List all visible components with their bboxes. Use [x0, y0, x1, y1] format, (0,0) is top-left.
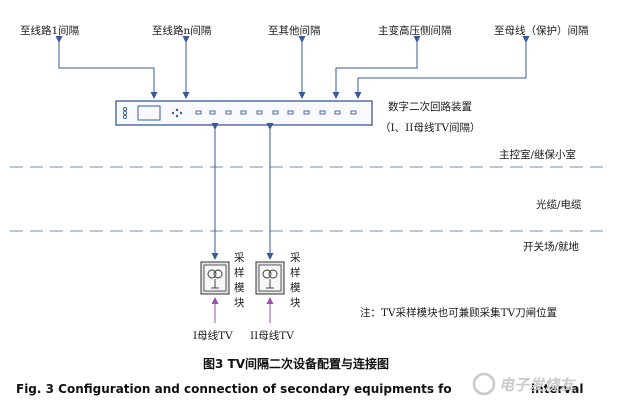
label-bus-protection: 至母线（保护）间隔	[494, 24, 589, 37]
label-other: 至其他间隔	[268, 24, 321, 37]
caption-en: Fig. 3 Configuration and connection of s…	[16, 382, 452, 396]
connector-bus-protection	[354, 36, 530, 99]
svg-text:模: 模	[290, 282, 301, 294]
device-indicator-icon	[122, 106, 128, 120]
connectors-top	[55, 36, 530, 99]
watermark: 电子发烧友	[472, 372, 576, 396]
label-linen: 至线路n间隔	[152, 24, 211, 37]
transformer-icon	[207, 269, 223, 289]
device-keypad-icon	[171, 108, 183, 118]
caption-en-tail: interval	[531, 382, 583, 396]
zone-separators	[10, 166, 608, 232]
sampling-module-2	[255, 261, 285, 295]
bus1-label: I母线TV	[193, 329, 233, 342]
device-subname: （I、II母线TV间隔）	[380, 121, 481, 134]
svg-text:样: 样	[290, 266, 301, 279]
sampling-module-1	[200, 261, 230, 295]
svg-text:模: 模	[234, 282, 245, 294]
bus-inputs	[211, 297, 274, 323]
svg-text:电子发烧友: 电子发烧友	[499, 376, 576, 394]
svg-text:样: 样	[234, 266, 245, 279]
svg-text:采: 采	[290, 252, 301, 264]
module-1-label: 采 样 模 块	[234, 252, 245, 309]
device-name: 数字二次回路装置	[388, 100, 472, 113]
label-line1: 至线路1间隔	[20, 24, 79, 37]
device-ports-icon	[195, 110, 357, 115]
module-2-label: 采 样 模 块	[290, 252, 301, 309]
svg-text:块: 块	[290, 297, 301, 309]
note: 注：TV采样模块也可兼顾采集TV刀闸位置	[360, 306, 557, 319]
transformer-icon	[262, 269, 278, 289]
svg-text:采: 采	[234, 252, 245, 264]
zone-control-room: 主控室/继保小室	[499, 148, 576, 161]
bus2-label: II母线TV	[250, 329, 294, 342]
digital-secondary-device	[115, 100, 373, 126]
connector-line1	[55, 36, 158, 99]
zone-switchyard: 开关场/就地	[523, 240, 580, 253]
connector-main-hv	[332, 36, 421, 99]
device-display-icon	[137, 105, 161, 121]
caption-cn: 图3 TV间隔二次设备配置与连接图	[203, 356, 389, 371]
connectors-modules	[211, 123, 274, 260]
svg-text:块: 块	[234, 297, 245, 309]
label-main-hv: 主变高压侧间隔	[378, 24, 452, 37]
zone-cable: 光缆/电缆	[536, 198, 582, 211]
